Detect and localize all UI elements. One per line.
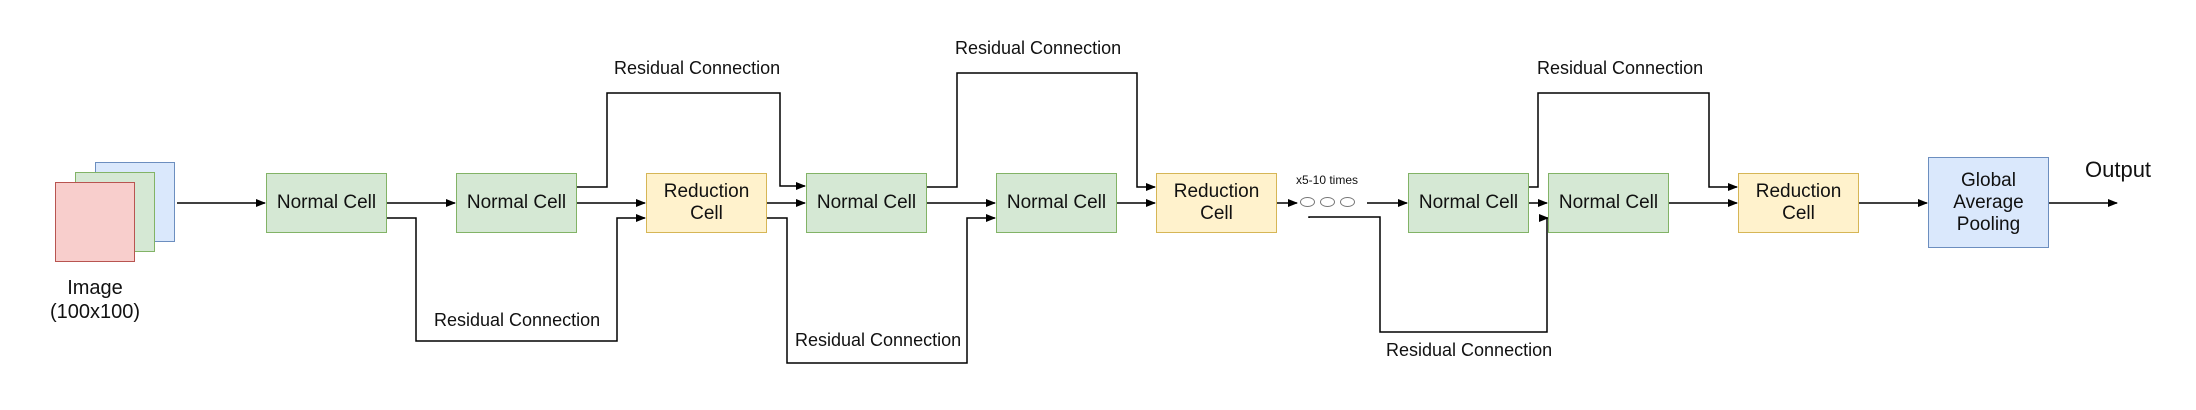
normal-cell-4: Normal Cell bbox=[996, 173, 1117, 233]
normal-cell-6-label: Normal Cell bbox=[1558, 192, 1659, 213]
reduction-cell-3-label: Reduction Cell bbox=[1755, 181, 1842, 224]
repeat-dot-2 bbox=[1320, 197, 1335, 207]
repeat-dot-3 bbox=[1340, 197, 1355, 207]
residual-label-1: Residual Connection bbox=[614, 58, 781, 78]
global-average-pooling-label: Global Average Pooling bbox=[1953, 169, 2024, 235]
repeat-label: x5-10 times bbox=[1296, 173, 1359, 187]
image-label: Image (100x100) bbox=[35, 276, 155, 324]
reduction-cell-1-label: Reduction Cell bbox=[663, 181, 750, 224]
image-layer-front bbox=[55, 182, 135, 262]
normal-cell-1-label: Normal Cell bbox=[276, 192, 377, 213]
normal-cell-2: Normal Cell bbox=[456, 173, 577, 233]
output-label: Output bbox=[2085, 157, 2152, 182]
normal-cell-3: Normal Cell bbox=[806, 173, 927, 233]
reduction-cell-2: Reduction Cell bbox=[1156, 173, 1277, 233]
reduction-cell-1: Reduction Cell bbox=[646, 173, 767, 233]
reduction-cell-3: Reduction Cell bbox=[1738, 173, 1859, 233]
reduction-cell-2-label: Reduction Cell bbox=[1173, 181, 1260, 224]
normal-cell-3-label: Normal Cell bbox=[816, 192, 917, 213]
residual-label-6: Residual Connection bbox=[1386, 340, 1553, 360]
image-label-line1: Image bbox=[67, 277, 123, 299]
normal-cell-6: Normal Cell bbox=[1548, 173, 1669, 233]
normal-cell-4-label: Normal Cell bbox=[1006, 192, 1107, 213]
residual-nc1-to-rc1 bbox=[387, 214, 646, 342]
residual-rc1-to-nc4 bbox=[767, 214, 996, 364]
residual-dots-to-nc6 bbox=[1308, 214, 1549, 333]
image-label-line2: (100x100) bbox=[49, 301, 141, 323]
residual-nc5-to-rc3 bbox=[1529, 92, 1738, 191]
residual-label-5: Residual Connection bbox=[795, 330, 962, 350]
normal-cell-5-label: Normal Cell bbox=[1418, 192, 1519, 213]
residual-label-2: Residual Connection bbox=[955, 38, 1122, 58]
residual-label-4: Residual Connection bbox=[434, 310, 601, 330]
normal-cell-2-label: Normal Cell bbox=[466, 192, 567, 213]
residual-nc2-to-nc3 bbox=[577, 92, 806, 190]
normal-cell-5: Normal Cell bbox=[1408, 173, 1529, 233]
repeat-dot-1 bbox=[1300, 197, 1315, 207]
residual-label-3: Residual Connection bbox=[1537, 58, 1704, 78]
global-average-pooling: Global Average Pooling bbox=[1928, 157, 2049, 248]
normal-cell-1: Normal Cell bbox=[266, 173, 387, 233]
residual-nc3-to-rc2 bbox=[927, 72, 1156, 191]
